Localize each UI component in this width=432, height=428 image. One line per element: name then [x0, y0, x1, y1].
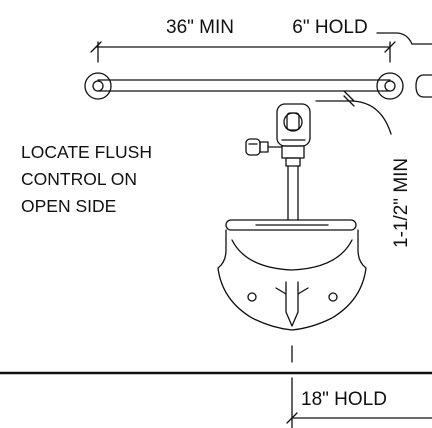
bar-clearance-dimension: [315, 90, 392, 135]
bar-clearance-label: 1-1/2" MIN: [391, 158, 412, 248]
urinal: [217, 219, 367, 331]
flush-valve: [276, 103, 311, 167]
wall-bracket: [415, 74, 432, 98]
hold-leader: [376, 32, 413, 45]
grab-bar-length-label: 36" MIN: [166, 17, 234, 38]
dimension-36-min: [90, 41, 396, 63]
flush-control-note: LOCATE FLUSH CONTROL ON OPEN SIDE: [21, 142, 152, 216]
dimension-18-hold: [286, 377, 432, 428]
flush-pipe: [287, 165, 299, 221]
note-line-3: OPEN SIDE: [21, 196, 116, 216]
grab-bar: [84, 72, 404, 100]
note-line-2: CONTROL ON: [21, 169, 137, 189]
note-line-1: LOCATE FLUSH: [21, 142, 152, 162]
flush-handle: [245, 138, 283, 156]
urinal-offset-label: 18" HOLD: [301, 389, 387, 410]
grab-bar-hold-label: 6" HOLD: [292, 17, 367, 38]
